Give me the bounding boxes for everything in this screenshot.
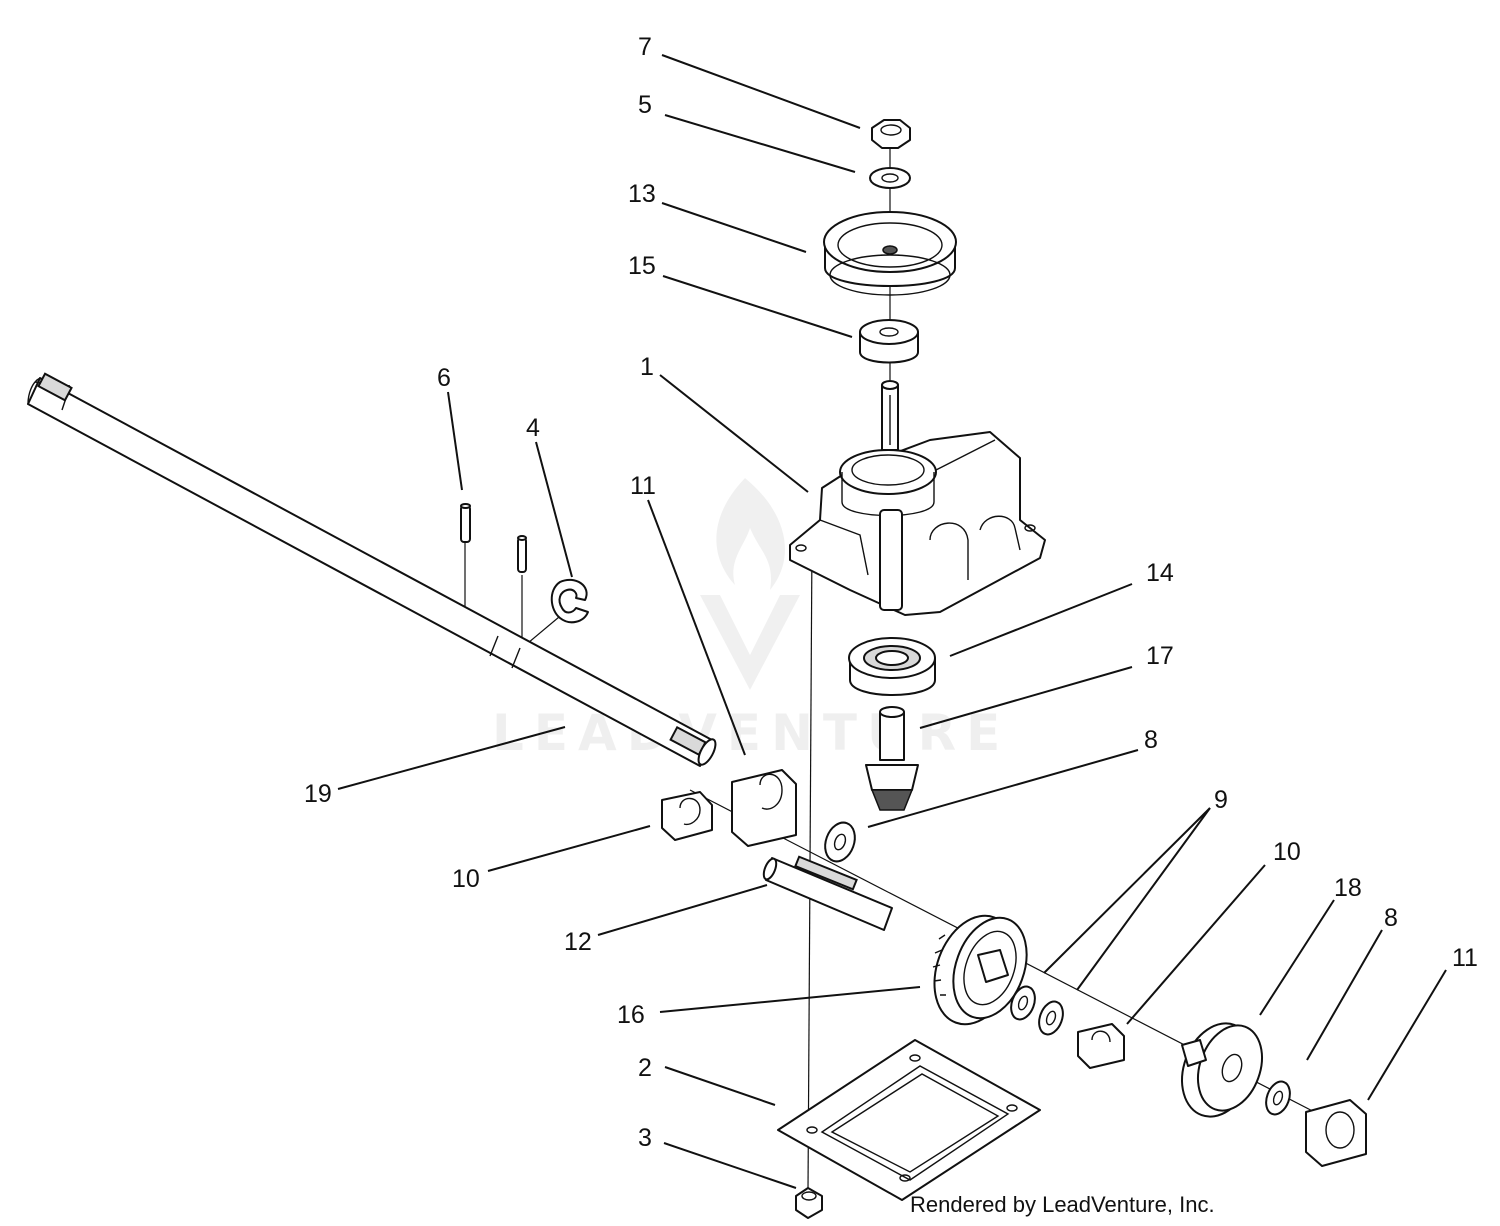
bushing-large (731, 769, 797, 847)
callout-label: 12 (564, 928, 592, 956)
bushing-right (1077, 1023, 1125, 1069)
leader-lines (337, 54, 1447, 1189)
bushing-end (1305, 1099, 1367, 1167)
callout-label: 13 (628, 180, 656, 208)
callout-label: 15 (628, 252, 656, 280)
e-clip (550, 578, 589, 624)
ball-bearing (848, 637, 936, 696)
watermark: LEADVENTURE (492, 478, 1010, 762)
pulley-spacer (859, 319, 919, 364)
main-gear (932, 914, 1028, 1026)
watermark-text: LEADVENTURE (492, 704, 1010, 762)
pinion-shaft (865, 706, 919, 811)
cover-plate (777, 1039, 1041, 1201)
callout-label: 8 (1384, 904, 1398, 932)
washer-right (1265, 1080, 1291, 1116)
cap-screw (795, 1187, 823, 1219)
callout-label: 5 (638, 91, 652, 119)
thrust-washer (824, 821, 856, 863)
callout-label: 1 (640, 353, 654, 381)
callout-label: 4 (526, 414, 540, 442)
washer-top (869, 167, 911, 189)
output-gear (1181, 1022, 1263, 1118)
bushing-left (661, 791, 713, 841)
axle-shaft (27, 372, 717, 767)
render-credit: Rendered by LeadVenture, Inc. (910, 1192, 1215, 1217)
drive-pulley (823, 211, 957, 296)
flame-v-logo-icon (700, 478, 800, 690)
callout-label: 9 (1214, 786, 1228, 814)
callout-label: 19 (304, 780, 332, 808)
callout-label: 11 (1452, 944, 1478, 972)
callout-label: 6 (437, 364, 451, 392)
callout-labels: 7 5 13 15 1 6 4 11 14 17 8 19 10 9 10 12… (304, 33, 1478, 1152)
callout-label: 10 (452, 865, 480, 893)
callout-label: 11 (630, 472, 656, 500)
callout-label: 14 (1146, 559, 1174, 587)
callout-label: 10 (1273, 838, 1301, 866)
callout-label: 16 (617, 1001, 645, 1029)
roll-pins (460, 503, 527, 573)
callout-label: 2 (638, 1054, 652, 1082)
callout-label: 7 (638, 33, 652, 61)
callout-label: 18 (1334, 874, 1362, 902)
callout-label: 8 (1144, 726, 1158, 754)
gear-case-housing (789, 380, 1046, 616)
washer-pair (1010, 985, 1064, 1036)
callout-label: 17 (1146, 642, 1174, 670)
hex-nut (871, 119, 911, 149)
keyed-shaft (762, 855, 893, 931)
callout-label: 3 (638, 1124, 652, 1152)
